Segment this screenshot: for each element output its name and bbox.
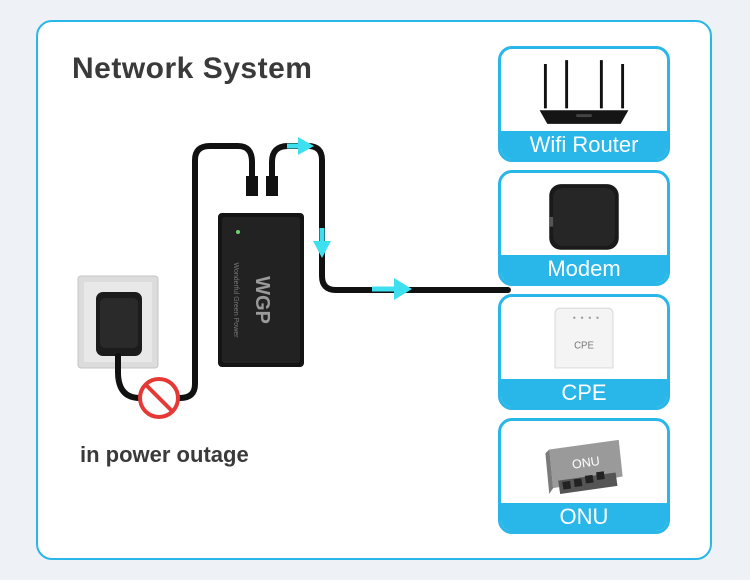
ups-slogan-text: Wonderful Green Power	[232, 263, 239, 339]
device-label-modem: Modem	[501, 255, 667, 283]
device-card-wifi-router: Wifi Router	[498, 46, 670, 162]
onu-device-text: ONU	[571, 454, 601, 472]
cpe-icon: CPE	[554, 307, 614, 369]
device-card-cpe: CPE CPE	[498, 294, 670, 410]
forbidden-icon	[138, 377, 180, 419]
power-outage-caption: in power outage	[80, 442, 249, 467]
mini-ups-device: WGP Wonderful Green Power	[218, 213, 304, 367]
onu-icon: ONU	[545, 439, 623, 494]
device-card-onu: ONU ONU	[498, 418, 670, 534]
flow-arrow-right	[372, 278, 412, 300]
device-label-onu: ONU	[501, 503, 667, 531]
cpe-device-text: CPE	[574, 341, 594, 352]
diagram-title: Network System	[72, 52, 313, 85]
device-label-wifi-router: Wifi Router	[501, 131, 667, 159]
adapter-cable	[115, 143, 255, 401]
modem-icon	[549, 184, 619, 250]
flow-arrow-down	[313, 228, 331, 258]
flow-arrow-right-top	[287, 137, 314, 155]
device-card-modem: Modem	[498, 170, 670, 286]
device-label-cpe: CPE	[501, 379, 667, 407]
wall-adapter	[96, 292, 142, 356]
wifi-router-icon	[539, 60, 629, 124]
ups-output-cable	[269, 143, 511, 293]
ups-brand-text: WGP	[251, 276, 273, 324]
